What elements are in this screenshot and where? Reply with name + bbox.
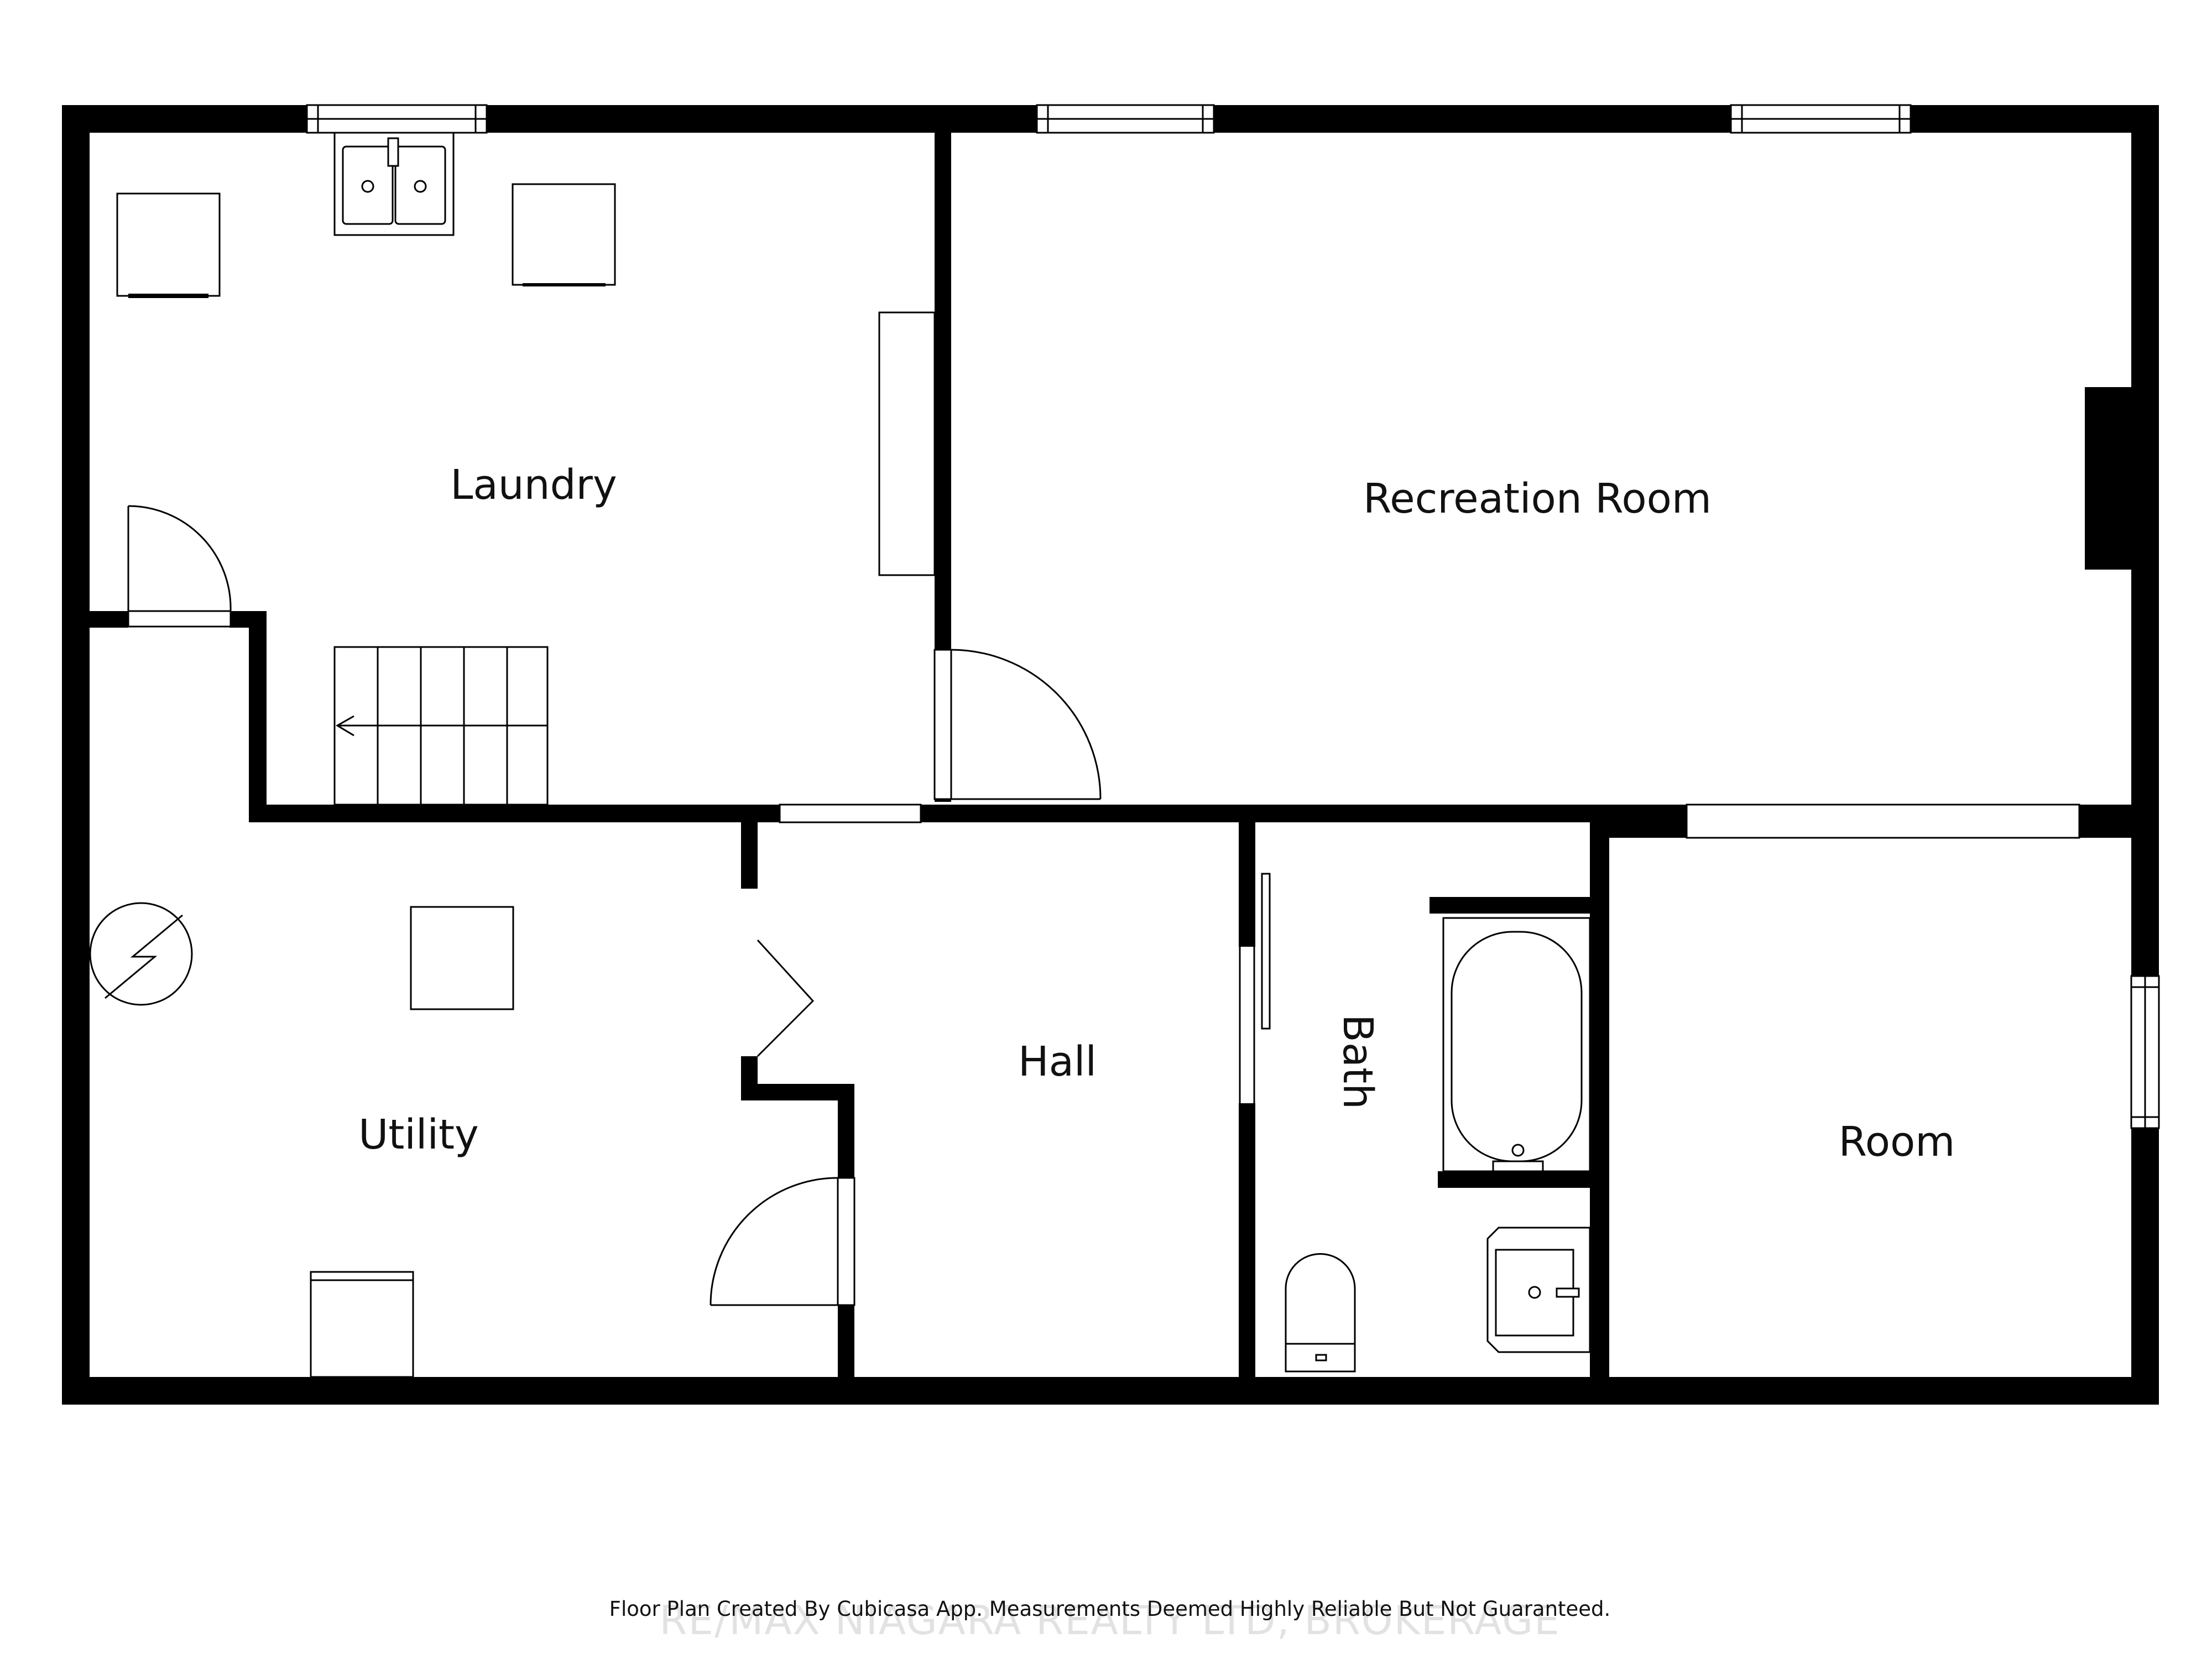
water-heater-icon [89,902,193,1006]
window-recreation-left [1036,104,1215,134]
shelf-icon [878,311,936,576]
freezer-icon [310,1271,414,1378]
furnace-icon [410,906,514,1010]
window-room-east [2130,975,2160,1129]
double-sink-icon [333,132,455,236]
room-labels: Laundry Recreation Room Utility Hall Bat… [358,461,1955,1166]
room-label-utility: Utility [358,1111,479,1159]
floor-plan-caption: Floor Plan Created By Cubicasa App. Meas… [609,1597,1611,1621]
dryer-icon [512,183,616,286]
window-recreation-right [1730,104,1912,134]
vanity-sink-icon [1486,1227,1591,1353]
door-utility [709,1177,855,1306]
bathtub-icon [1442,917,1591,1172]
door-utility-bifold [741,889,815,1057]
opening-hall-top [779,804,922,823]
window-laundry [306,104,488,134]
stairs-icon [333,646,549,806]
room-label-room: Room [1839,1118,1955,1166]
room-label-bath: Bath [1334,1014,1381,1109]
room-label-recreation: Recreation Room [1363,475,1712,523]
door-laundry-closet [127,505,232,628]
toilet-icon [1285,1253,1356,1373]
room-label-hall: Hall [1018,1038,1097,1086]
brokerage-watermark: RE/MAX NIAGARA REALTY LTD, BROKERAGE [659,1597,1560,1644]
door-bath-pocket [1239,873,1271,1103]
room-label-laundry: Laundry [450,461,617,509]
washer-icon [116,192,221,298]
doors [127,505,2080,1306]
door-recreation [933,649,1102,800]
windows [306,104,2160,1129]
fireplace-icon [2085,387,2135,570]
opening-room [1686,804,2080,839]
